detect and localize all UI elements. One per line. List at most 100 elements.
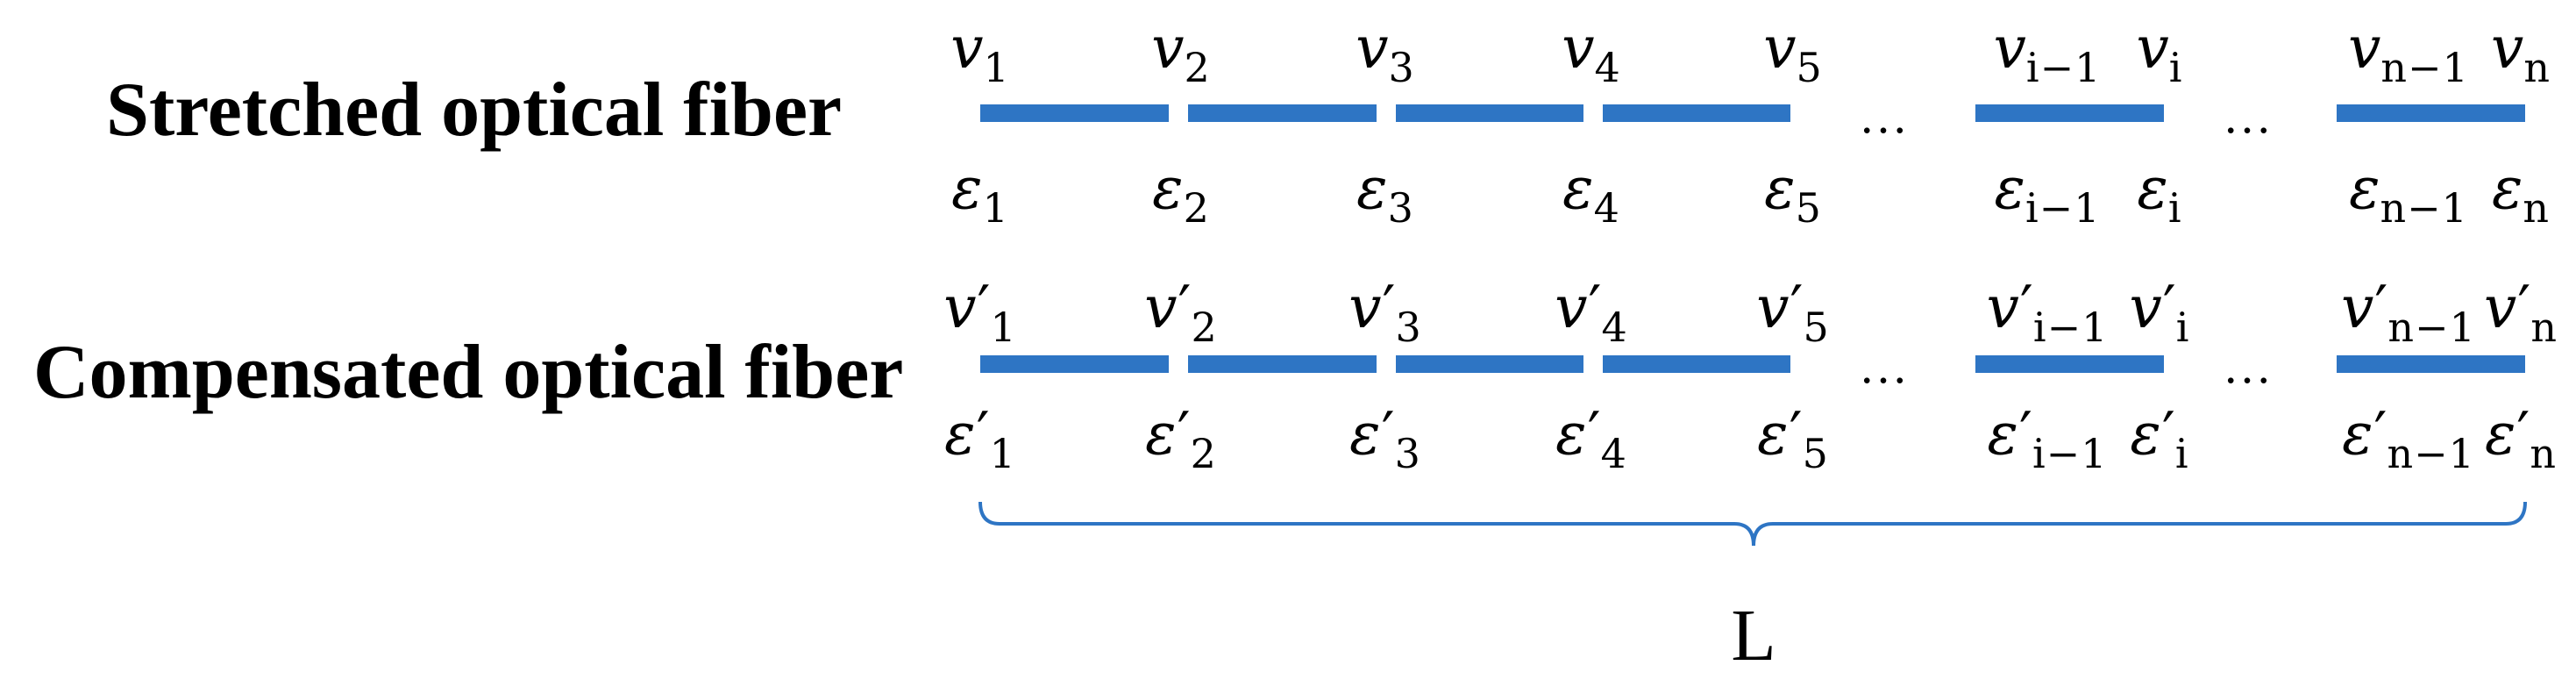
compensated-strain-label-1-prime: ′ [976, 400, 990, 468]
stretched-velocity-label-5-subscript: 5 [1796, 44, 1823, 91]
compensated-velocity-label-9: v′n [2484, 279, 2558, 348]
stretched-velocity-label-6-subscript: i−1 [2025, 44, 2102, 91]
stretched-velocity-label-4-symbol: v [1562, 14, 1595, 82]
compensated-strain-label-8-prime: ′ [2373, 400, 2387, 468]
stretched-strain-label-9: εn [2492, 160, 2550, 229]
stretched-strain-label-6-subscript: i−1 [2025, 184, 2101, 232]
stretched-strain-label-3-symbol: ε [1356, 154, 1388, 222]
stretched-strain-label-6-symbol: ε [1994, 154, 2025, 222]
compensated-ellipsis-2: … [2223, 340, 2275, 394]
stretched-strain-label-7: εi [2137, 160, 2181, 229]
stretched-strain-label-7-symbol: ε [2137, 154, 2168, 222]
stretched-velocity-label-1: v1 [950, 19, 1010, 89]
compensated-strain-label-8-symbol: ε [2342, 400, 2373, 468]
stretched-strain-label-1-subscript: 1 [982, 184, 1009, 232]
stretched-strain-label-7-subscript: i [2167, 184, 2182, 232]
compensated-strain-label-9: ε′n [2485, 405, 2557, 475]
compensated-strain-label-9-subscript: n [2530, 430, 2558, 477]
compensated-velocity-label-8-prime: ′ [2374, 274, 2388, 341]
compensated-strain-label-4-subscript: 4 [1600, 430, 1627, 477]
length-label: L [1731, 595, 1776, 676]
compensated-velocity-label-7-symbol: v [2129, 274, 2162, 341]
stretched-strain-label-2: ε2 [1152, 160, 1210, 229]
stretched-strain-label-1-symbol: ε [951, 154, 983, 222]
compensated-strain-label-1: ε′1 [944, 405, 1016, 475]
stretched-fiber-segment-1 [980, 104, 1169, 122]
compensated-strain-label-2-symbol: ε [1145, 400, 1177, 468]
compensated-strain-label-3-subscript: 3 [1394, 430, 1421, 477]
stretched-strain-label-8-subscript: n−1 [2380, 184, 2468, 232]
compensated-velocity-label-7-subscript: i [2175, 304, 2190, 351]
compensated-velocity-label-3: v′3 [1348, 279, 1422, 348]
stretched-fiber-segment-3 [1396, 104, 1583, 122]
compensated-velocity-label-1: v′1 [943, 279, 1017, 348]
stretched-strain-label-5: ε5 [1764, 160, 1822, 229]
compensated-strain-label-4-symbol: ε [1555, 400, 1587, 468]
compensated-strain-label-2-prime: ′ [1177, 400, 1191, 468]
compensated-strain-label-5-symbol: ε [1757, 400, 1789, 468]
stretched-velocity-label-8-symbol: v [2348, 14, 2381, 82]
stretched-strain-label-8-symbol: ε [2349, 154, 2380, 222]
stretched-strain-label-5-subscript: 5 [1795, 184, 1822, 232]
stretched-velocity-label-3-symbol: v [1356, 14, 1389, 82]
compensated-fiber-segment-4 [1603, 355, 1790, 373]
stretched-velocity-label-9-subscript: n [2523, 44, 2551, 91]
row-title-stretched: Stretched optical fiber [106, 68, 843, 153]
row-title-compensated: Compensated optical fiber [33, 330, 904, 415]
stretched-ellipsis-2: … [2223, 89, 2275, 144]
compensated-velocity-label-2-subscript: 2 [1191, 304, 1218, 351]
stretched-velocity-label-1-subscript: 1 [983, 44, 1010, 91]
compensated-velocity-label-2-symbol: v [1144, 274, 1178, 341]
stretched-strain-label-3-subscript: 3 [1387, 184, 1414, 232]
compensated-velocity-label-6-subscript: i−1 [2032, 304, 2109, 351]
compensated-strain-label-4: ε′4 [1555, 405, 1627, 475]
compensated-velocity-label-1-symbol: v [943, 274, 977, 341]
compensated-strain-label-1-symbol: ε [944, 400, 976, 468]
stretched-strain-label-2-symbol: ε [1152, 154, 1184, 222]
compensated-fiber-segment-5 [1975, 355, 2164, 373]
compensated-velocity-label-3-subscript: 3 [1395, 304, 1422, 351]
stretched-velocity-label-3: v3 [1356, 19, 1415, 89]
compensated-strain-label-7: ε′i [2130, 405, 2188, 475]
compensated-strain-label-9-symbol: ε [2484, 400, 2516, 468]
compensated-fiber-segment-1 [980, 355, 1169, 373]
stretched-velocity-label-7-symbol: v [2136, 14, 2169, 82]
stretched-strain-label-8: εn−1 [2349, 160, 2468, 229]
stretched-fiber-segment-2 [1188, 104, 1377, 122]
stretched-strain-label-9-symbol: ε [2491, 154, 2523, 222]
compensated-strain-label-5-prime: ′ [1789, 400, 1803, 468]
compensated-velocity-label-8-subscript: n−1 [2387, 304, 2476, 351]
stretched-velocity-label-6-symbol: v [1993, 14, 2026, 82]
compensated-strain-label-7-prime: ′ [2161, 400, 2175, 468]
stretched-velocity-label-4-subscript: 4 [1594, 44, 1621, 91]
stretched-fiber-segment-4 [1603, 104, 1790, 122]
stretched-velocity-label-4: v4 [1562, 19, 1621, 89]
compensated-strain-label-8-subscript: n−1 [2387, 430, 2475, 477]
stretched-strain-label-2-subscript: 2 [1183, 184, 1210, 232]
compensated-velocity-label-6-symbol: v [1986, 274, 2019, 341]
compensated-strain-label-7-symbol: ε [2130, 400, 2161, 468]
compensated-strain-label-3-prime: ′ [1381, 400, 1395, 468]
compensated-velocity-label-7-prime: ′ [2162, 274, 2176, 341]
stretched-strain-label-4-symbol: ε [1562, 154, 1594, 222]
compensated-strain-label-5-subscript: 5 [1802, 430, 1829, 477]
stretched-velocity-label-8-subscript: n−1 [2380, 44, 2469, 91]
stretched-velocity-label-2: v2 [1151, 19, 1211, 89]
stretched-velocity-label-5-symbol: v [1763, 14, 1797, 82]
compensated-strain-label-4-prime: ′ [1587, 400, 1601, 468]
compensated-velocity-label-4-symbol: v [1555, 274, 1588, 341]
compensated-velocity-label-4-subscript: 4 [1601, 304, 1628, 351]
stretched-velocity-label-7-subscript: i [2168, 44, 2183, 91]
brace-path [978, 501, 2527, 547]
compensated-velocity-label-6: v′i−1 [1987, 279, 2109, 348]
compensated-velocity-label-9-symbol: v [2484, 274, 2517, 341]
stretched-strain-label-1: ε1 [951, 160, 1009, 229]
compensated-velocity-label-2: v′2 [1144, 279, 1218, 348]
compensated-strain-label-6-prime: ′ [2018, 400, 2032, 468]
stretched-velocity-label-7: vi [2136, 19, 2182, 89]
compensated-velocity-label-4-prime: ′ [1588, 274, 1602, 341]
compensated-strain-label-3: ε′3 [1349, 405, 1421, 475]
compensated-velocity-label-2-prime: ′ [1178, 274, 1192, 341]
